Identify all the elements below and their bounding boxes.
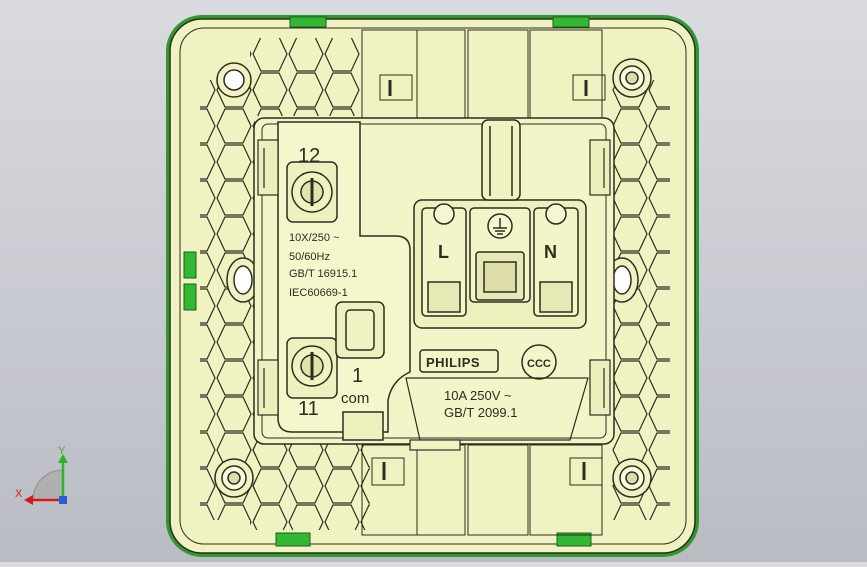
socket-label-neutral: N (544, 242, 557, 262)
lower-housing (405, 377, 589, 451)
socket-spec-line-2: GB/T 2099.1 (444, 405, 517, 420)
honeycomb-ribs (200, 38, 670, 530)
terminal-com-label: com (341, 390, 369, 407)
axis-z-marker (59, 496, 67, 504)
certification-mark: CCC (527, 358, 551, 370)
switch-terminal-screws (286, 161, 385, 441)
brand-logo: PHILIPS (426, 355, 480, 370)
axis-y-label: Y (58, 445, 66, 457)
axis-x-label: X (15, 488, 23, 500)
printed-text: 12 11 1 com 10X/250 ~ 50/60Hz GB/T 16915… (289, 145, 557, 420)
view-triad: X Y (15, 445, 68, 505)
module-side-clips (257, 139, 611, 416)
switch-spec-line-2: 50/60Hz (289, 251, 330, 263)
switch-spec-line-3: GB/T 16915.1 (289, 268, 357, 280)
socket-label-live: L (438, 242, 449, 262)
green-clips (183, 16, 592, 547)
terminal-number-com: 1 (352, 365, 363, 387)
axis-y-arrow (58, 454, 68, 463)
terminal-number-top: 12 (298, 145, 320, 167)
axis-x-arrow (24, 495, 33, 505)
socket-spec-line-1: 10A 250V ~ (444, 388, 512, 403)
terminal-number-bottom: 11 (298, 398, 319, 420)
socket-terminal-block (413, 119, 587, 329)
switch-spec-line-4: IEC60669-1 (289, 287, 348, 299)
screw-holes (214, 58, 652, 498)
switch-spec-line-1: 10X/250 ~ (289, 232, 339, 244)
